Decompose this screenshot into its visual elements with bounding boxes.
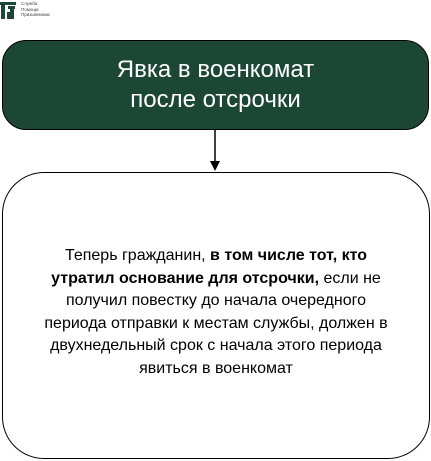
logo: Служба Помощи Призывникам — [0, 0, 50, 20]
header-title-line-1: Явка в военкомат — [116, 56, 315, 83]
header-title: Явка в военкомат после отсрочки — [117, 55, 314, 115]
logo-text: Служба Помощи Призывникам — [21, 1, 50, 17]
flag-tower-icon — [0, 0, 18, 20]
arrow-down-icon — [205, 130, 225, 172]
content-text-emphasis: в том числе тот, кто утратил основание д… — [51, 247, 368, 287]
content-text-rest: если не получил повестку до начала очере… — [44, 269, 388, 377]
content-text-intro: Теперь гражданин, — [64, 247, 211, 264]
header-title-line-2: после отсрочки — [130, 86, 301, 113]
header-box: Явка в военкомат после отсрочки — [2, 40, 429, 130]
content-text: Теперь гражданин, в том числе тот, кто у… — [41, 245, 391, 380]
content-box: Теперь гражданин, в том числе тот, кто у… — [2, 172, 430, 459]
